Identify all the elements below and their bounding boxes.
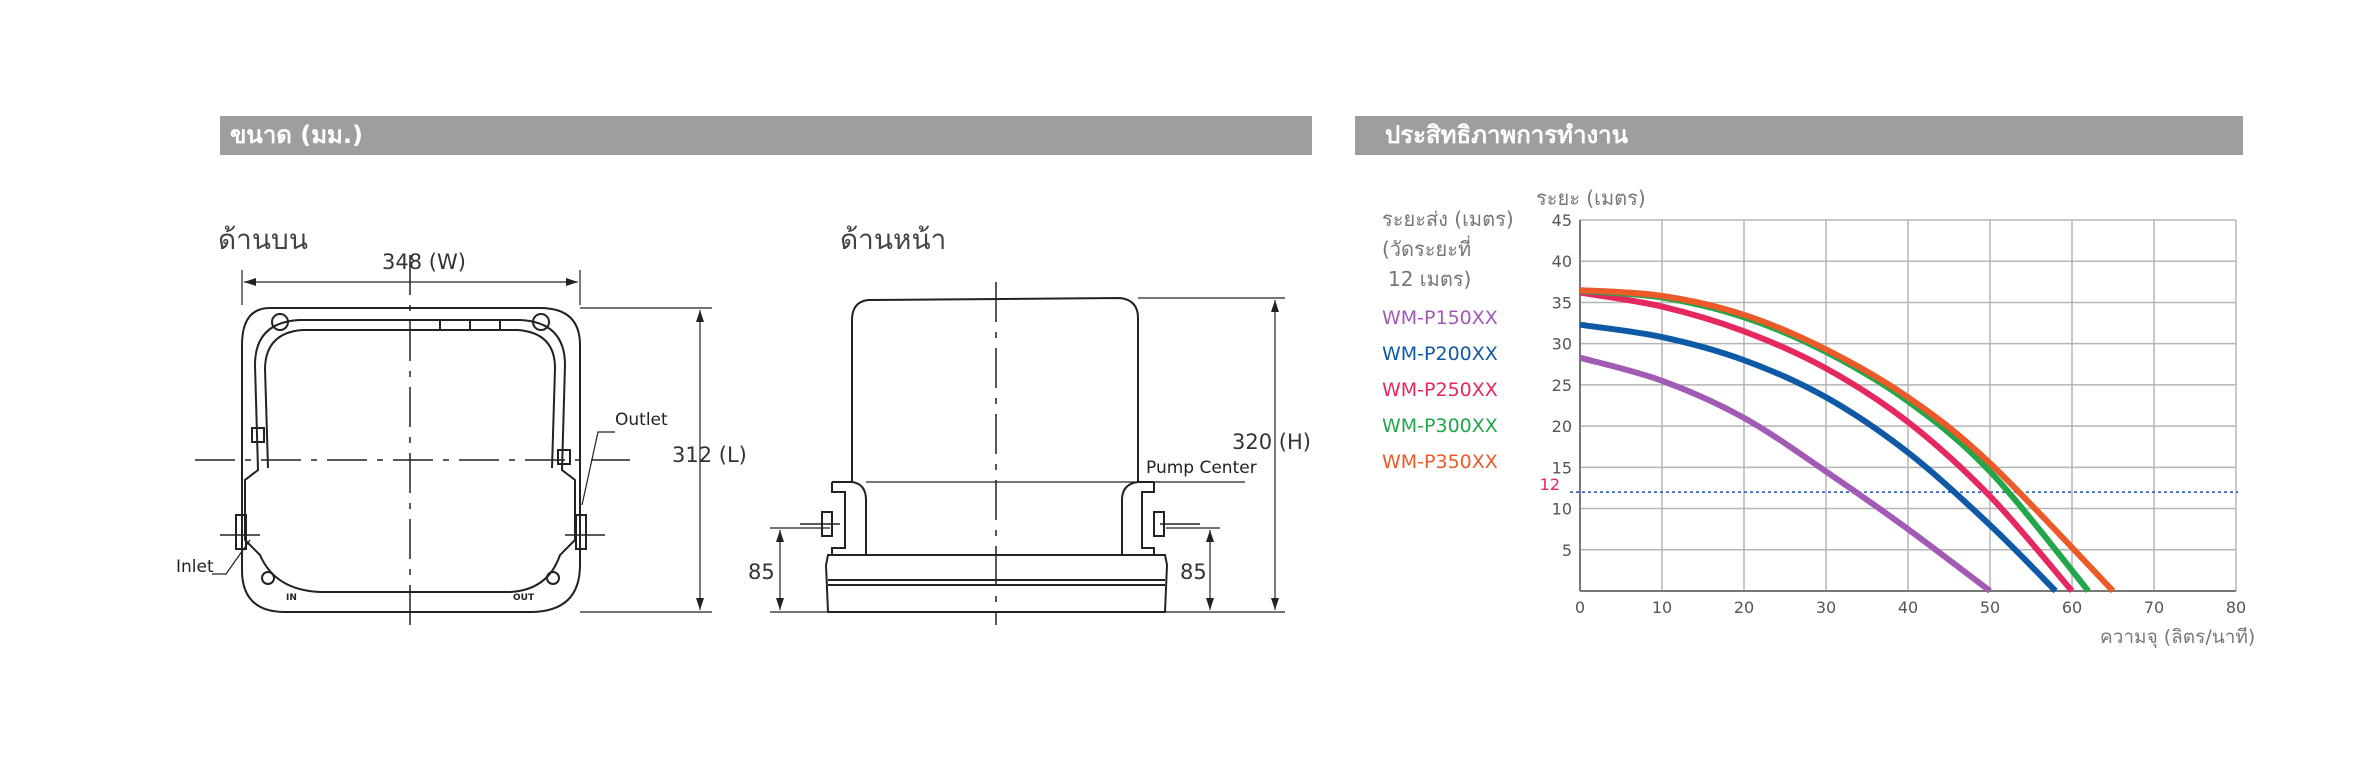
legend-item: WM-P150XX (1382, 307, 1498, 329)
x-tick-label: 60 (2062, 598, 2082, 617)
top-view-title: ด้านบน (218, 223, 308, 256)
front-view-title: ด้านหน้า (840, 223, 947, 256)
width-dimension-label: 348 (W) (382, 250, 466, 274)
legend-item: WM-P200XX (1382, 343, 1498, 365)
performance-header: ประสิทธิภาพการทำงาน (1355, 116, 2243, 155)
x-tick-label: 40 (1898, 598, 1918, 617)
side-label-line-1: ระยะส่ง (เมตร) (1382, 207, 1514, 231)
y-tick-label: 25 (1552, 376, 1572, 395)
outlet-label: Outlet (615, 410, 668, 430)
right-base-height-label: 85 (1180, 560, 1207, 584)
series-line-wm-p150xx (1579, 354, 1992, 594)
x-tick-label: 0 (1575, 598, 1585, 617)
height-dimension-label: 320 (H) (1232, 430, 1311, 454)
x-tick-label: 20 (1734, 598, 1754, 617)
series-line-wm-p350xx (1579, 287, 2116, 594)
y-tick-label: 5 (1562, 541, 1572, 560)
legend-item: WM-P250XX (1382, 379, 1498, 401)
y-tick-label: 35 (1552, 293, 1572, 312)
left-base-height-label: 85 (748, 560, 775, 584)
legend-item: WM-P300XX (1382, 415, 1498, 437)
y-tick-label: 45 (1552, 211, 1572, 230)
side-label-line-2: (วัดระยะที่ (1382, 237, 1472, 261)
pump-center-label: Pump Center (1146, 458, 1257, 478)
out-mark: OUT (513, 593, 535, 603)
length-dimension-label: 312 (L) (672, 443, 747, 467)
side-label-line-3: 12 เมตร) (1388, 267, 1472, 291)
y-tick-label: 30 (1552, 335, 1572, 354)
x-tick-label: 80 (2226, 598, 2246, 617)
x-tick-label: 50 (1980, 598, 2000, 617)
series-line-wm-p250xx (1579, 289, 2075, 593)
y-axis-label: ระยะ (เมตร) (1536, 186, 1646, 210)
y-tick-label: 10 (1552, 500, 1572, 519)
dimensions-header: ขนาด (มม.) (220, 116, 1312, 155)
y-tick-label: 40 (1552, 252, 1572, 271)
y-tick-label: 15 (1552, 458, 1572, 477)
series-line-wm-p200xx (1579, 321, 2058, 594)
x-axis-label: ความจุ (ลิตร/นาที) (2100, 626, 2256, 648)
x-tick-label: 70 (2144, 598, 2164, 617)
reference-line-label: 12 (1540, 475, 1560, 494)
legend-item: WM-P350XX (1382, 451, 1498, 473)
y-tick-label: 20 (1552, 417, 1572, 436)
chart-side-label: ระยะส่ง (เมตร) (วัดระยะที่ 12 เมตร) (1382, 204, 1514, 294)
in-mark: IN (286, 593, 297, 603)
x-tick-label: 30 (1816, 598, 1836, 617)
inlet-label: Inlet (176, 557, 214, 577)
x-tick-label: 10 (1652, 598, 1672, 617)
